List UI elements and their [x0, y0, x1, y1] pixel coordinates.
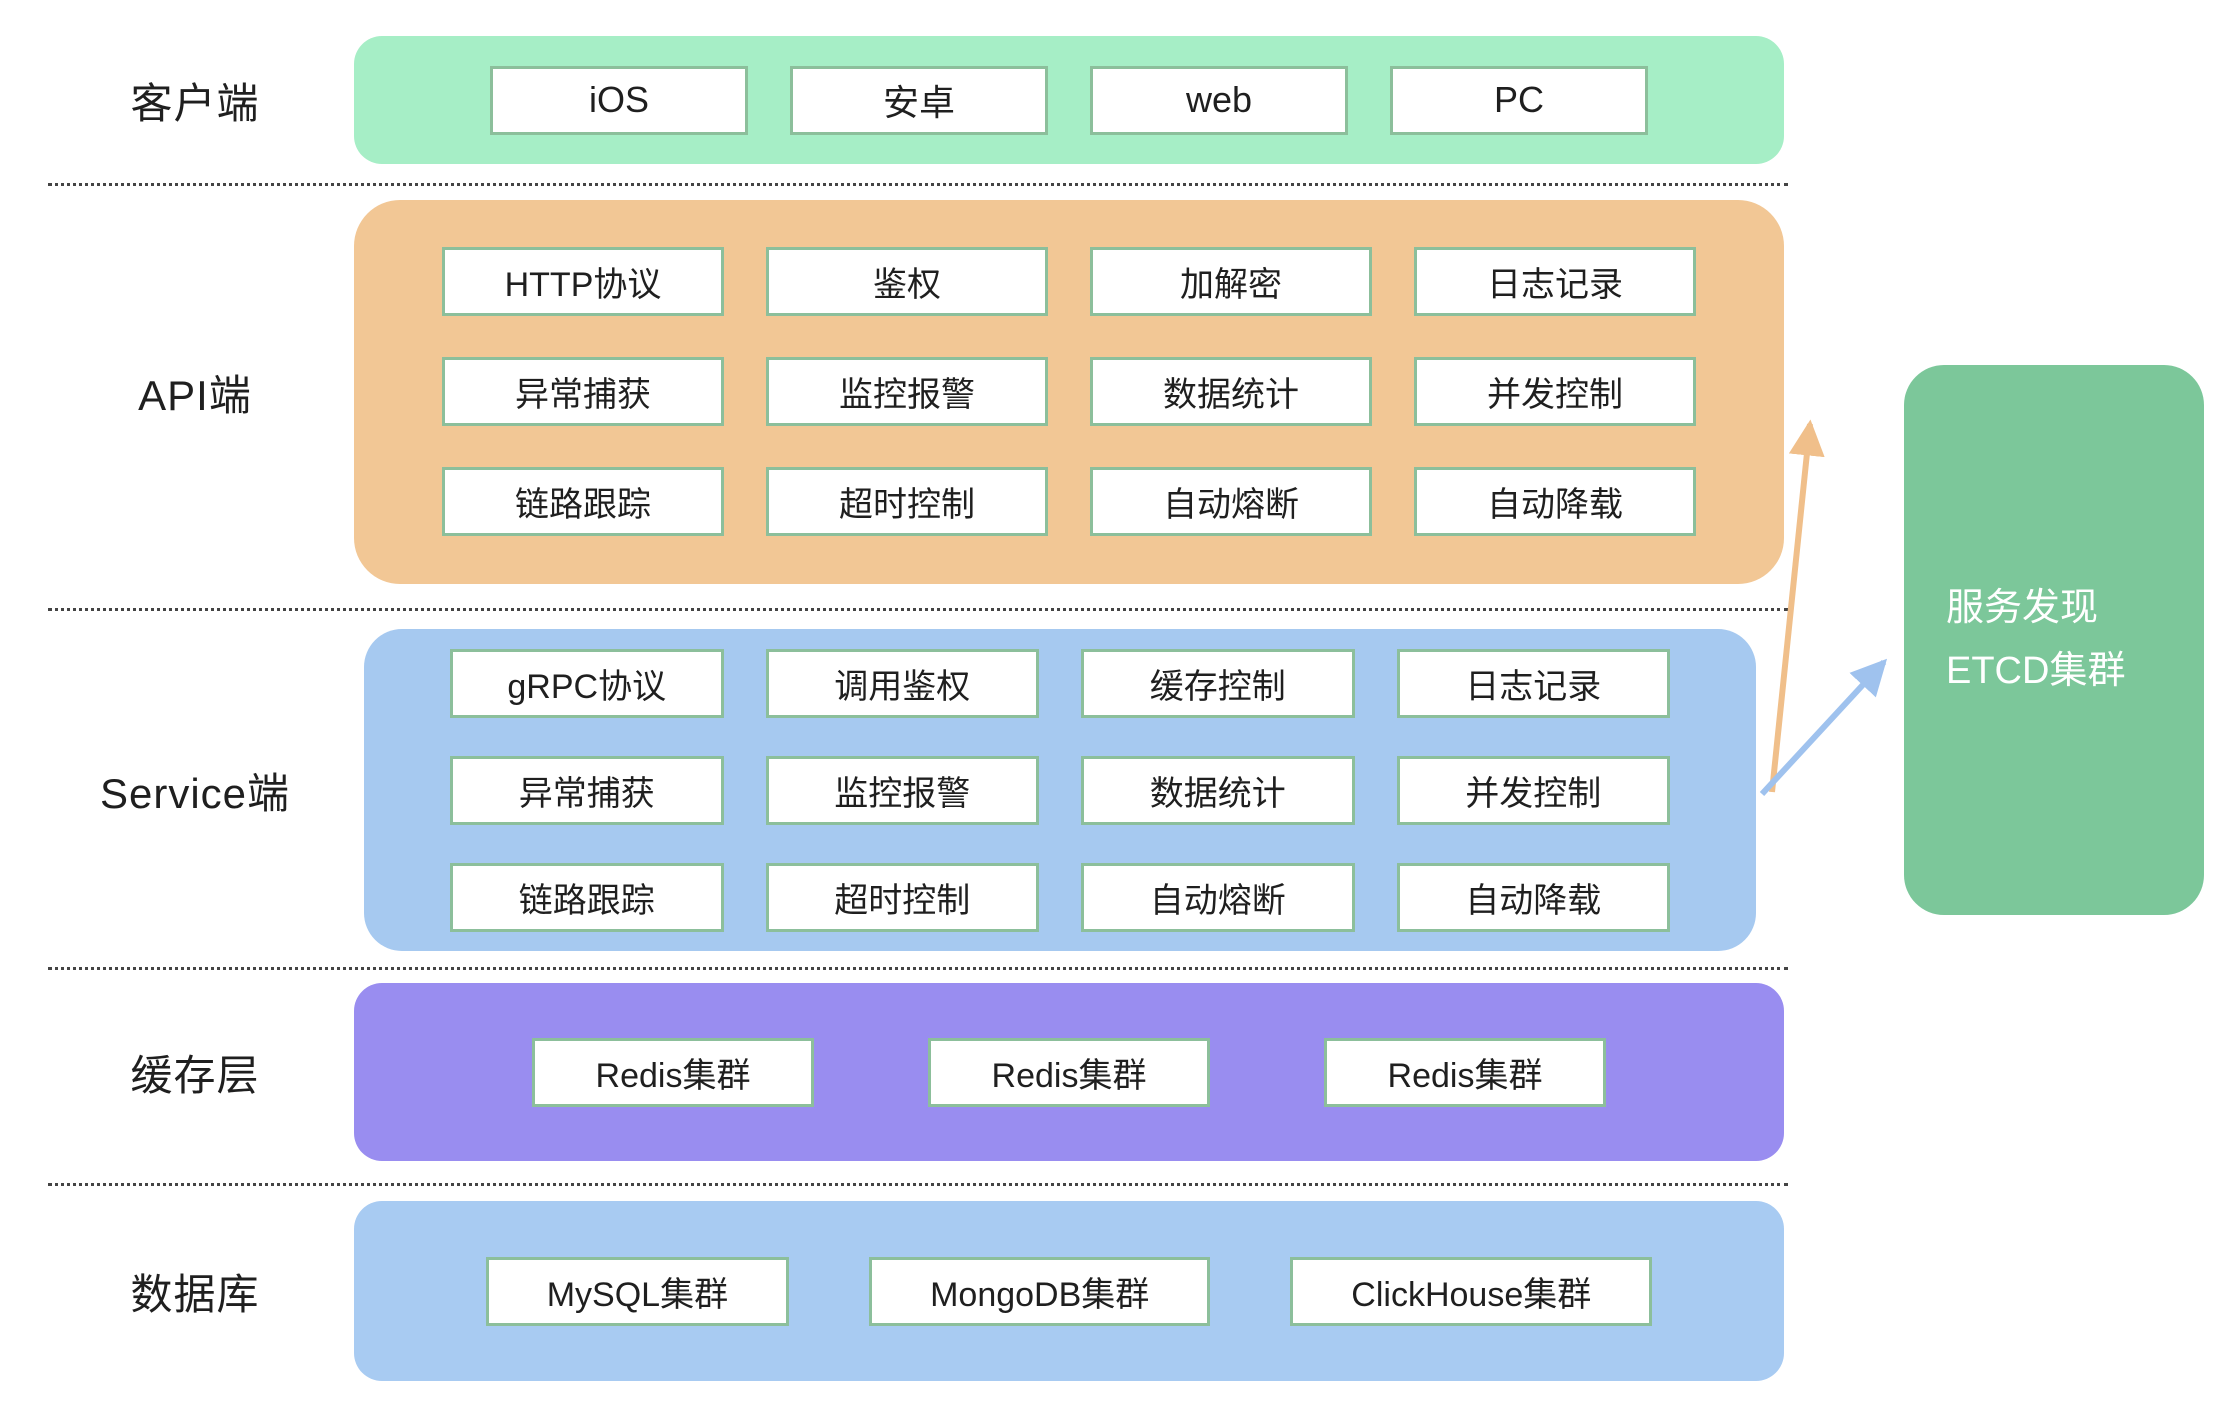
api-cell: 自动熔断 [1090, 466, 1372, 536]
service-cell: 自动熔断 [1081, 863, 1355, 932]
layer-label-cache: 缓存层 [130, 1051, 260, 1099]
service-cell: 数据统计 [1081, 756, 1355, 825]
client-item: 安卓 [790, 65, 1048, 135]
cache-item: Redis集群 [1324, 1037, 1606, 1107]
database-band: MySQL集群 MongoDB集群 ClickHouse集群 [354, 1201, 1784, 1381]
service-cell: 自动降载 [1396, 863, 1670, 932]
api-cell: 并发控制 [1414, 356, 1696, 426]
etcd-discovery-line2: ETCD集群 [1946, 650, 2126, 692]
service-cell: 监控报警 [765, 756, 1039, 825]
etcd-discovery-line1: 服务发现 [1946, 586, 2099, 629]
service-cell: 调用鉴权 [765, 649, 1039, 718]
api-cell: 链路跟踪 [442, 466, 724, 536]
client-item: PC [1390, 65, 1648, 135]
client-item: iOS [490, 65, 748, 135]
cache-band: Redis集群 Redis集群 Redis集群 [354, 983, 1784, 1161]
api-cell: 异常捕获 [442, 356, 724, 426]
database-item: ClickHouse集群 [1290, 1256, 1653, 1326]
layer-divider [48, 183, 1788, 186]
service-cell: 日志记录 [1396, 649, 1670, 718]
api-band: HTTP协议 鉴权 加解密 日志记录 异常捕获 监控报警 数据统计 并发控制 链… [354, 200, 1784, 584]
service-cell: 超时控制 [765, 863, 1039, 932]
cache-item: Redis集群 [532, 1037, 814, 1107]
arrow-service-to-etcd [1759, 658, 1888, 797]
client-band: iOS 安卓 web PC [354, 36, 1784, 164]
service-cell: 异常捕获 [450, 756, 724, 825]
api-cell: 超时控制 [766, 466, 1048, 536]
api-cell: 监控报警 [766, 356, 1048, 426]
api-cell: 自动降载 [1414, 466, 1696, 536]
service-cell: 链路跟踪 [450, 863, 724, 932]
etcd-discovery-box: 服务发现 ETCD集群 [1904, 365, 2204, 915]
service-cell: 缓存控制 [1081, 649, 1355, 718]
service-cell: gRPC协议 [450, 649, 724, 718]
service-cell: 并发控制 [1396, 756, 1670, 825]
layer-label-api: API端 [138, 371, 252, 419]
layer-label-service: Service端 [99, 769, 291, 817]
api-cell: 加解密 [1090, 246, 1372, 316]
api-cell: 鉴权 [766, 246, 1048, 316]
layer-divider [48, 608, 1788, 611]
client-item: web [1090, 65, 1348, 135]
service-band: gRPC协议 调用鉴权 缓存控制 日志记录 异常捕获 监控报警 数据统计 并发控… [364, 629, 1756, 951]
cache-item: Redis集群 [928, 1037, 1210, 1107]
layer-label-database: 数据库 [130, 1270, 260, 1318]
database-item: MySQL集群 [485, 1256, 790, 1326]
layer-divider [48, 1183, 1788, 1186]
layer-divider [48, 967, 1788, 970]
layer-label-client: 客户端 [130, 79, 260, 127]
database-item: MongoDB集群 [869, 1256, 1211, 1326]
api-cell: 日志记录 [1414, 246, 1696, 316]
api-cell: HTTP协议 [442, 246, 724, 316]
api-cell: 数据统计 [1090, 356, 1372, 426]
